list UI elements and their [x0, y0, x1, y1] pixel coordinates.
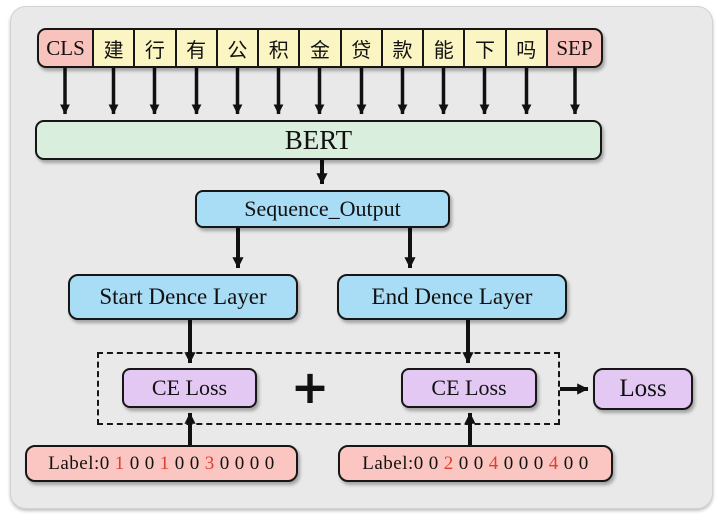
plus-sign: +	[290, 360, 330, 414]
start-dense-layer-label: Start Dence Layer	[99, 284, 267, 309]
token-cell-CLS: CLS	[37, 28, 93, 68]
label-digit: 0	[249, 452, 260, 474]
token-cell-行: 行	[134, 28, 176, 68]
label-digit: 3	[204, 452, 215, 474]
ce-loss-left-box: CE Loss	[122, 368, 257, 408]
token-cell-能: 能	[423, 28, 465, 68]
token-cell-公: 公	[216, 28, 259, 68]
label-digit: 0	[473, 452, 484, 474]
end-dense-layer-label: End Dence Layer	[371, 284, 533, 309]
token-cell-建: 建	[93, 28, 135, 68]
token-cell-贷: 贷	[340, 28, 382, 68]
label-digit: 0	[458, 452, 469, 474]
token-cell-金: 金	[299, 28, 341, 68]
token-cell-有: 有	[175, 28, 217, 68]
ce-loss-right-label: CE Loss	[431, 375, 507, 400]
label-digit: 4	[488, 452, 499, 474]
bert-label: BERT	[284, 124, 353, 155]
label-digit: 2	[443, 452, 454, 474]
label-prefix: Label:	[362, 452, 414, 474]
label-prefix: Label:	[48, 452, 100, 474]
label-digit: 0	[234, 452, 245, 474]
label-digit: 0	[99, 452, 110, 474]
loss-box: Loss	[593, 368, 693, 410]
label-digit: 4	[548, 452, 559, 474]
label-digit: 0	[264, 452, 275, 474]
label-digit: 0	[518, 452, 529, 474]
label-digit: 1	[114, 452, 125, 474]
token-cell-SEP: SEP	[546, 28, 603, 68]
label-digit: 0	[413, 452, 424, 474]
ce-loss-left-label: CE Loss	[151, 375, 228, 400]
label-digit: 0	[428, 452, 439, 474]
label-digit: 0	[533, 452, 544, 474]
token-to-bert-arrows	[60, 68, 580, 115]
label-digit: 0	[503, 452, 514, 474]
token-cell-款: 款	[381, 28, 424, 68]
token-cell-下: 下	[464, 28, 506, 68]
end-dense-layer-box: End Dence Layer	[337, 274, 567, 320]
label-digit: 0	[144, 452, 155, 474]
label-digit: 0	[129, 452, 140, 474]
start-dense-layer-box: Start Dence Layer	[68, 274, 298, 320]
label-digit: 0	[563, 452, 574, 474]
loss-label: Loss	[619, 375, 667, 402]
label-digit: 0	[189, 452, 200, 474]
token-cell-积: 积	[258, 28, 300, 68]
token-cell-吗: 吗	[505, 28, 547, 68]
label-digit: 0	[578, 452, 589, 474]
label-digit: 0	[219, 452, 230, 474]
sequence-output-box: Sequence_Output	[195, 190, 450, 228]
bert-box: BERT	[35, 120, 602, 160]
sequence-output-label: Sequence_Output	[244, 196, 401, 221]
loss-sum-dashed-region	[97, 352, 560, 425]
label-digit: 1	[159, 452, 170, 474]
label-digit: 0	[174, 452, 185, 474]
ce-loss-right-box: CE Loss	[401, 368, 537, 408]
